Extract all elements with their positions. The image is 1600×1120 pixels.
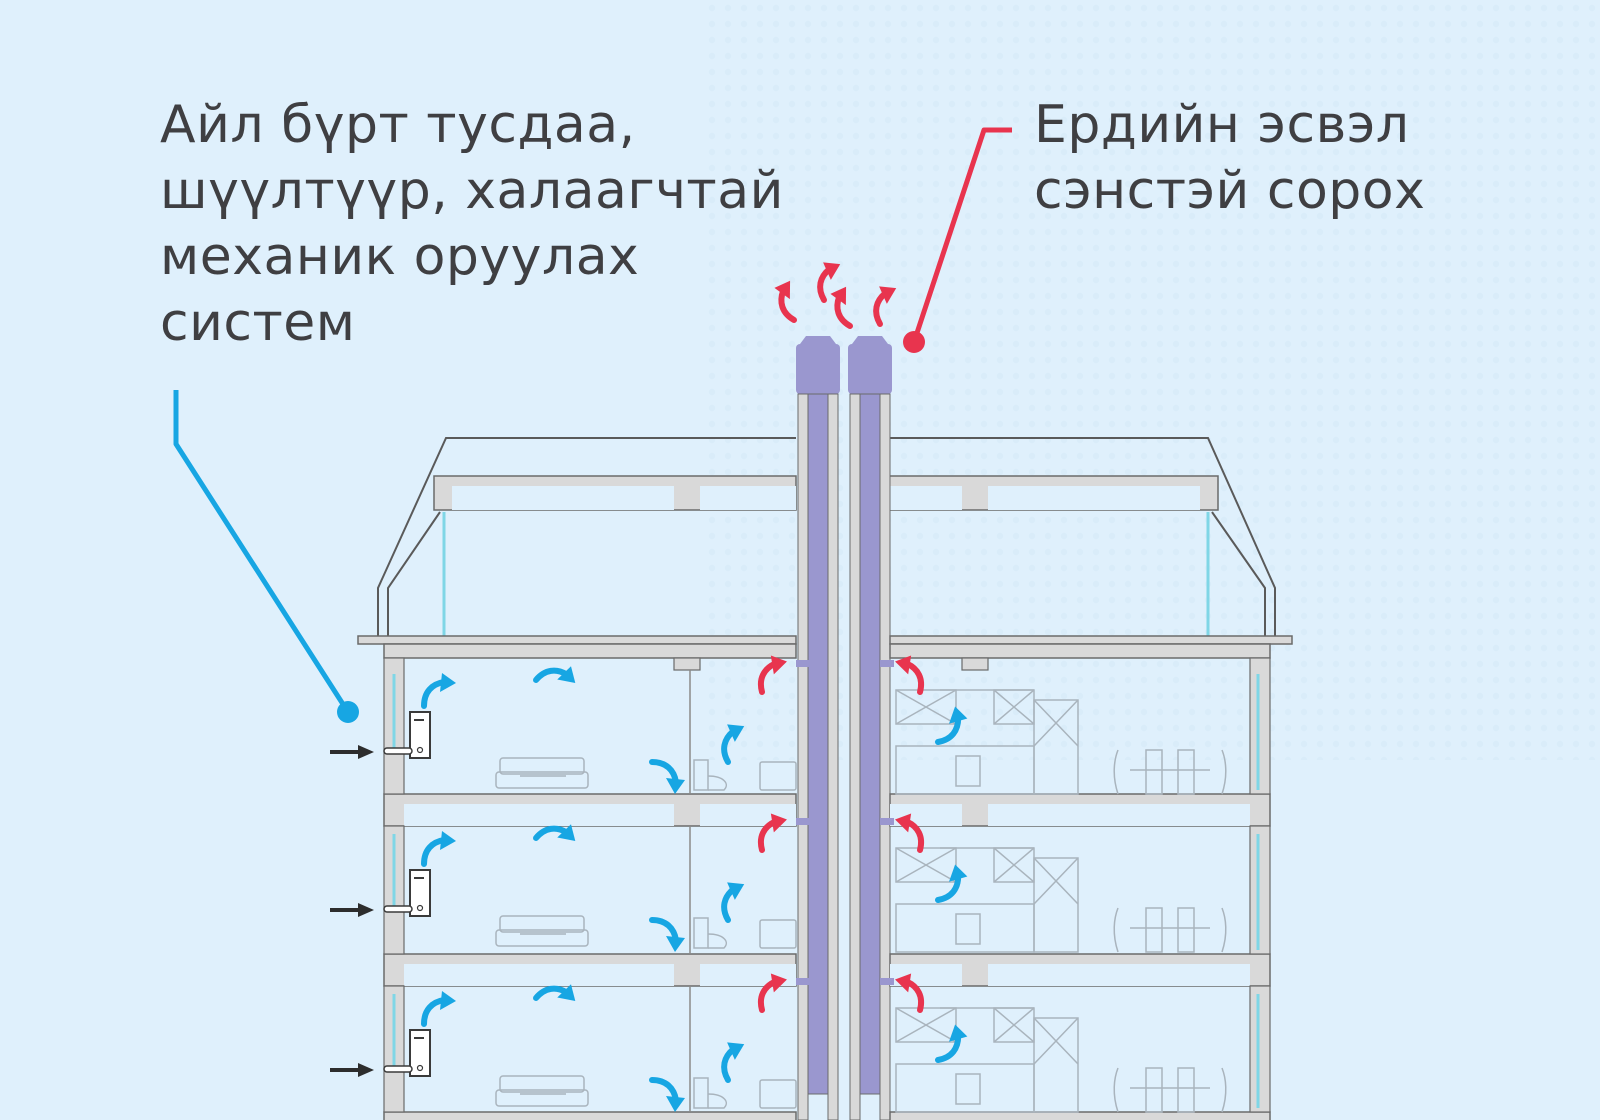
apartment-furniture — [495, 689, 1227, 795]
supply-label-line-2: шүүлтүүр, халаагчтай — [160, 161, 784, 221]
supply-label-line-3: механик оруулах — [160, 227, 640, 287]
exhaust-label-leader — [903, 127, 1012, 353]
exhaust-label-line-2: сэнстэй сорох — [1034, 161, 1426, 221]
exhaust-label-line-1: Ердийн эсвэл — [1034, 95, 1410, 155]
exhaust-fan-right — [848, 336, 892, 1095]
exhaust-system-label: Ердийн эсвэл сэнстэй сорох — [1034, 92, 1425, 224]
supply-label-line-1: Айл бүрт тусдаа, — [160, 95, 636, 155]
windows — [392, 674, 1260, 1108]
supply-label-line-4: систем — [160, 293, 356, 353]
extract-air-arrows — [753, 652, 928, 692]
supply-label-leader — [173, 390, 359, 723]
attic-slab — [433, 475, 1219, 636]
beams — [383, 657, 1271, 1113]
supply-unit — [383, 711, 431, 759]
outdoor-intake-arrows — [328, 743, 376, 1079]
supply-system-label: Айл бүрт тусдаа, шүүлтүүр, халаагчтай ме… — [160, 92, 784, 356]
shaft-walls — [797, 393, 891, 1120]
attic — [377, 437, 1276, 636]
